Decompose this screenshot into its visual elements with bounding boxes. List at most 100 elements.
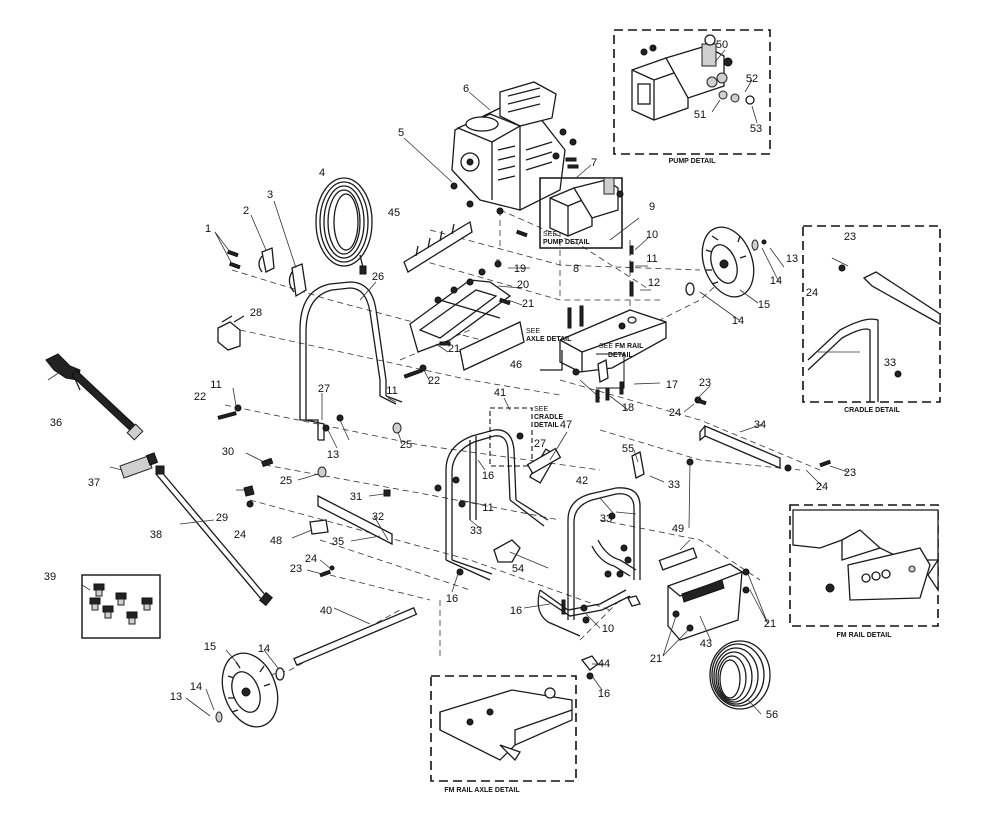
callout-c29: 29 (216, 512, 228, 524)
gun-extension (119, 452, 159, 479)
callout-c12: 12 (648, 277, 660, 289)
hose-hooks (217, 247, 307, 351)
hardware (217, 364, 832, 680)
callout-c48: 48 (270, 535, 282, 547)
callout-c33b: 33 (470, 525, 482, 537)
callout-c24b: 24 (669, 407, 681, 419)
callout-c6: 6 (463, 83, 469, 95)
callout-c30: 30 (222, 446, 234, 458)
callout-c53: 53 (750, 123, 762, 135)
cradle-frame-right (537, 487, 641, 637)
fm-rail-detail-caption: FM RAIL DETAIL (837, 632, 893, 639)
axle-rail (686, 396, 792, 472)
bumper (580, 655, 599, 671)
callout-c10b: 10 (602, 623, 614, 635)
callout-c37: 37 (88, 477, 100, 489)
callout-c56: 56 (766, 709, 778, 721)
callout-c43: 43 (700, 638, 712, 650)
callout-c46: 46 (510, 359, 522, 371)
axle-rail-left (246, 489, 393, 546)
fm-rail-axle-detail-box: FM RAIL AXLE DETAIL (430, 675, 577, 794)
callout-c25b: 25 (280, 475, 292, 487)
callout-c51: 51 (694, 109, 706, 121)
callout-c55: 55 (622, 443, 634, 455)
callout-c16c: 16 (510, 605, 522, 617)
cradle-detail-box: CRADLE DETAIL (802, 225, 941, 414)
fm-rail-axle-detail-caption: FM RAIL AXLE DETAIL (444, 787, 520, 794)
see-cradle-1: SEE (534, 406, 548, 413)
callout-c44: 44 (598, 658, 610, 670)
callout-c33a: 33 (884, 357, 896, 369)
see-note-word: SEE (543, 231, 557, 238)
cradle-detail-caption: CRADLE DETAIL (844, 407, 901, 414)
callout-c21c: 21 (764, 618, 776, 630)
callout-c45: 45 (388, 207, 400, 219)
hose-coil-large (709, 640, 771, 710)
spray-gun (45, 353, 144, 441)
callout-c21b: 21 (448, 343, 460, 355)
callout-c18: 18 (622, 402, 634, 414)
callout-c15b: 15 (204, 641, 216, 653)
wheel-right (685, 226, 767, 298)
hose-coil (315, 177, 373, 275)
callout-c14b: 14 (732, 315, 744, 327)
callout-c33c: 33 (668, 479, 680, 491)
callout-c33d: 33 (600, 513, 612, 525)
nozzle-tips (89, 583, 153, 625)
callout-c27b: 27 (534, 438, 546, 450)
callout-c13a: 13 (786, 253, 798, 265)
callout-c14a: 14 (770, 275, 782, 287)
fm-rail-plate: SEE FM RAIL DETAIL (540, 245, 667, 403)
control-panel (403, 220, 512, 353)
callout-c5: 5 (398, 127, 404, 139)
callout-c11c: 11 (386, 385, 397, 397)
callout-leaders (47, 91, 849, 717)
callout-c23c: 23 (844, 467, 856, 479)
callout-c34: 34 (754, 419, 766, 431)
callout-c4: 4 (319, 167, 325, 179)
callout-c20: 20 (517, 279, 529, 291)
callout-c26: 26 (372, 271, 384, 283)
callout-c23d: 23 (290, 563, 302, 575)
roller (658, 547, 698, 571)
axle (293, 606, 418, 666)
callout-c1: 1 (205, 223, 211, 235)
callout-c35: 35 (332, 536, 344, 548)
callout-c11d: 11 (482, 502, 493, 514)
spray-wand (155, 465, 273, 607)
callout-c24d: 24 (234, 529, 246, 541)
callout-c41: 41 (494, 387, 506, 399)
callout-c13c: 13 (170, 691, 182, 703)
callout-c24a: 24 (806, 287, 818, 299)
callout-c17: 17 (666, 379, 678, 391)
callout-c27a: 27 (318, 383, 330, 395)
bumper (627, 595, 641, 607)
wheel-left (215, 652, 285, 728)
callout-c47: 47 (560, 419, 572, 431)
decal-label (459, 321, 525, 371)
see-fm-rail-1: SEE FM RAIL (599, 343, 644, 350)
see-axle-1: SEE (526, 328, 540, 335)
callout-c52: 52 (746, 73, 758, 85)
callout-c15a: 15 (758, 299, 770, 311)
callout-c14d: 14 (190, 681, 202, 693)
wheel-bracket (667, 563, 750, 641)
callout-c9: 9 (649, 201, 655, 213)
callout-c22b: 22 (428, 375, 440, 387)
callout-c25a: 25 (400, 439, 412, 451)
callout-c14c: 14 (258, 643, 270, 655)
callout-c7: 7 (591, 157, 597, 169)
callout-c19: 19 (514, 263, 526, 275)
callout-c22a: 22 (194, 391, 206, 403)
callout-c16a: 16 (482, 470, 494, 482)
callout-c24c: 24 (816, 481, 828, 493)
callout-c38: 38 (150, 529, 162, 541)
callout-c21a: 21 (522, 298, 534, 310)
callout-c54: 54 (512, 563, 524, 575)
callout-c49: 49 (672, 523, 684, 535)
handle-frame (299, 281, 403, 441)
callout-c23b: 23 (699, 377, 711, 389)
callout-c16b: 16 (446, 593, 458, 605)
